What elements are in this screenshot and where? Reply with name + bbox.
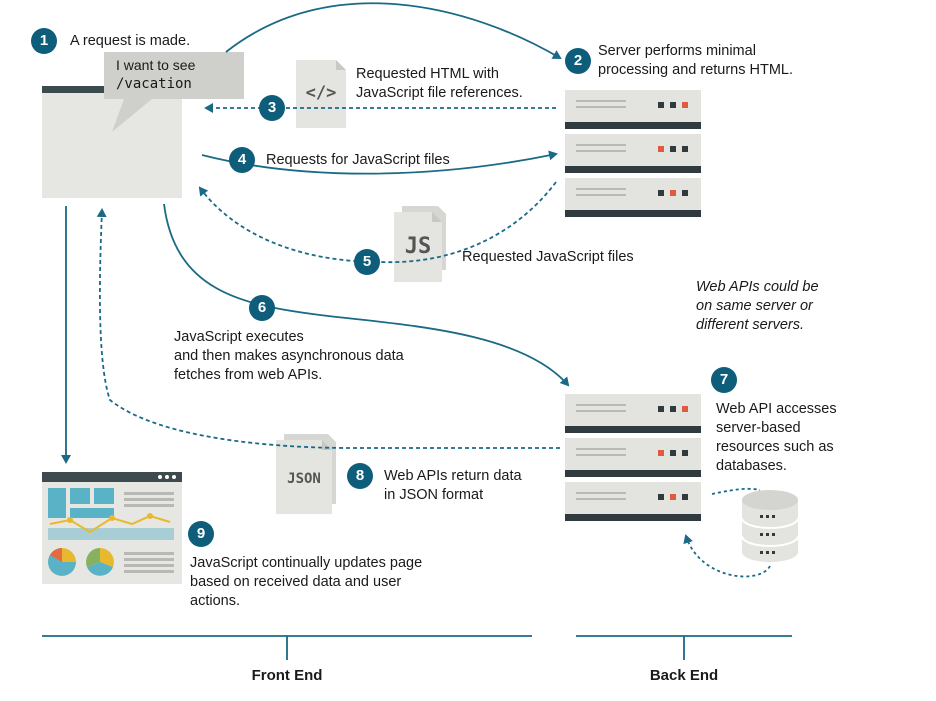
json-file-icon [276, 434, 336, 514]
step-3-number: 3 [267, 99, 277, 116]
server-icon [565, 90, 701, 217]
speech-bubble-line-1: I want to see [116, 57, 196, 73]
step-5-text: Requested JavaScript files [462, 249, 634, 265]
numbered-badge [31, 28, 737, 547]
browser-window-icon [42, 86, 182, 198]
step-9-text: JavaScript continually updates page base… [190, 555, 423, 609]
arrow-js-response [198, 181, 557, 264]
step-8-text: Web APIs return data in JSON format [384, 468, 522, 503]
arrow-request [225, 2, 562, 60]
js-file-label: JS [404, 234, 432, 259]
back-end-bracket [576, 635, 792, 660]
step-3-text: Requested HTML with JavaScript file refe… [356, 66, 523, 101]
step-4-text: Requests for JavaScript files [266, 152, 450, 168]
step-1-text: A request is made. [70, 33, 191, 49]
web-api-note: Web APIs could be on same server or diff… [696, 279, 819, 333]
speech-bubble-line-2: /vacation [116, 76, 192, 92]
step-5-number: 5 [362, 253, 372, 270]
step-6-number: 6 [257, 299, 267, 316]
server-icon [565, 394, 701, 521]
arrow-json-return [96, 208, 560, 449]
speech-bubble [104, 52, 244, 132]
arrow-db-access [711, 487, 761, 495]
step-7-text: Web API accesses server-based resources … [716, 401, 837, 474]
front-end-label: Front End [251, 667, 323, 684]
arrow-db-return [683, 534, 771, 578]
back-end-label: Back End [649, 667, 719, 684]
step-2-text: Server performs minimal processing and r… [598, 43, 794, 78]
step-4-number: 4 [237, 151, 247, 168]
code-file-label: </> [305, 83, 337, 103]
step-9-number: 9 [196, 525, 206, 542]
arrow-async-fetch [163, 203, 570, 387]
step-7-number: 7 [719, 371, 729, 388]
dashboard-icon [42, 472, 182, 584]
database-icon [741, 490, 799, 562]
json-file-label: JSON [287, 471, 321, 487]
step-6-text: JavaScript executes and then makes async… [174, 329, 404, 383]
step-2-number: 2 [573, 52, 583, 69]
step-8-number: 8 [355, 467, 365, 484]
front-end-bracket [42, 635, 532, 660]
code-file-icon [296, 60, 346, 128]
step-1-number: 1 [39, 32, 49, 49]
js-file-icon [394, 206, 446, 282]
